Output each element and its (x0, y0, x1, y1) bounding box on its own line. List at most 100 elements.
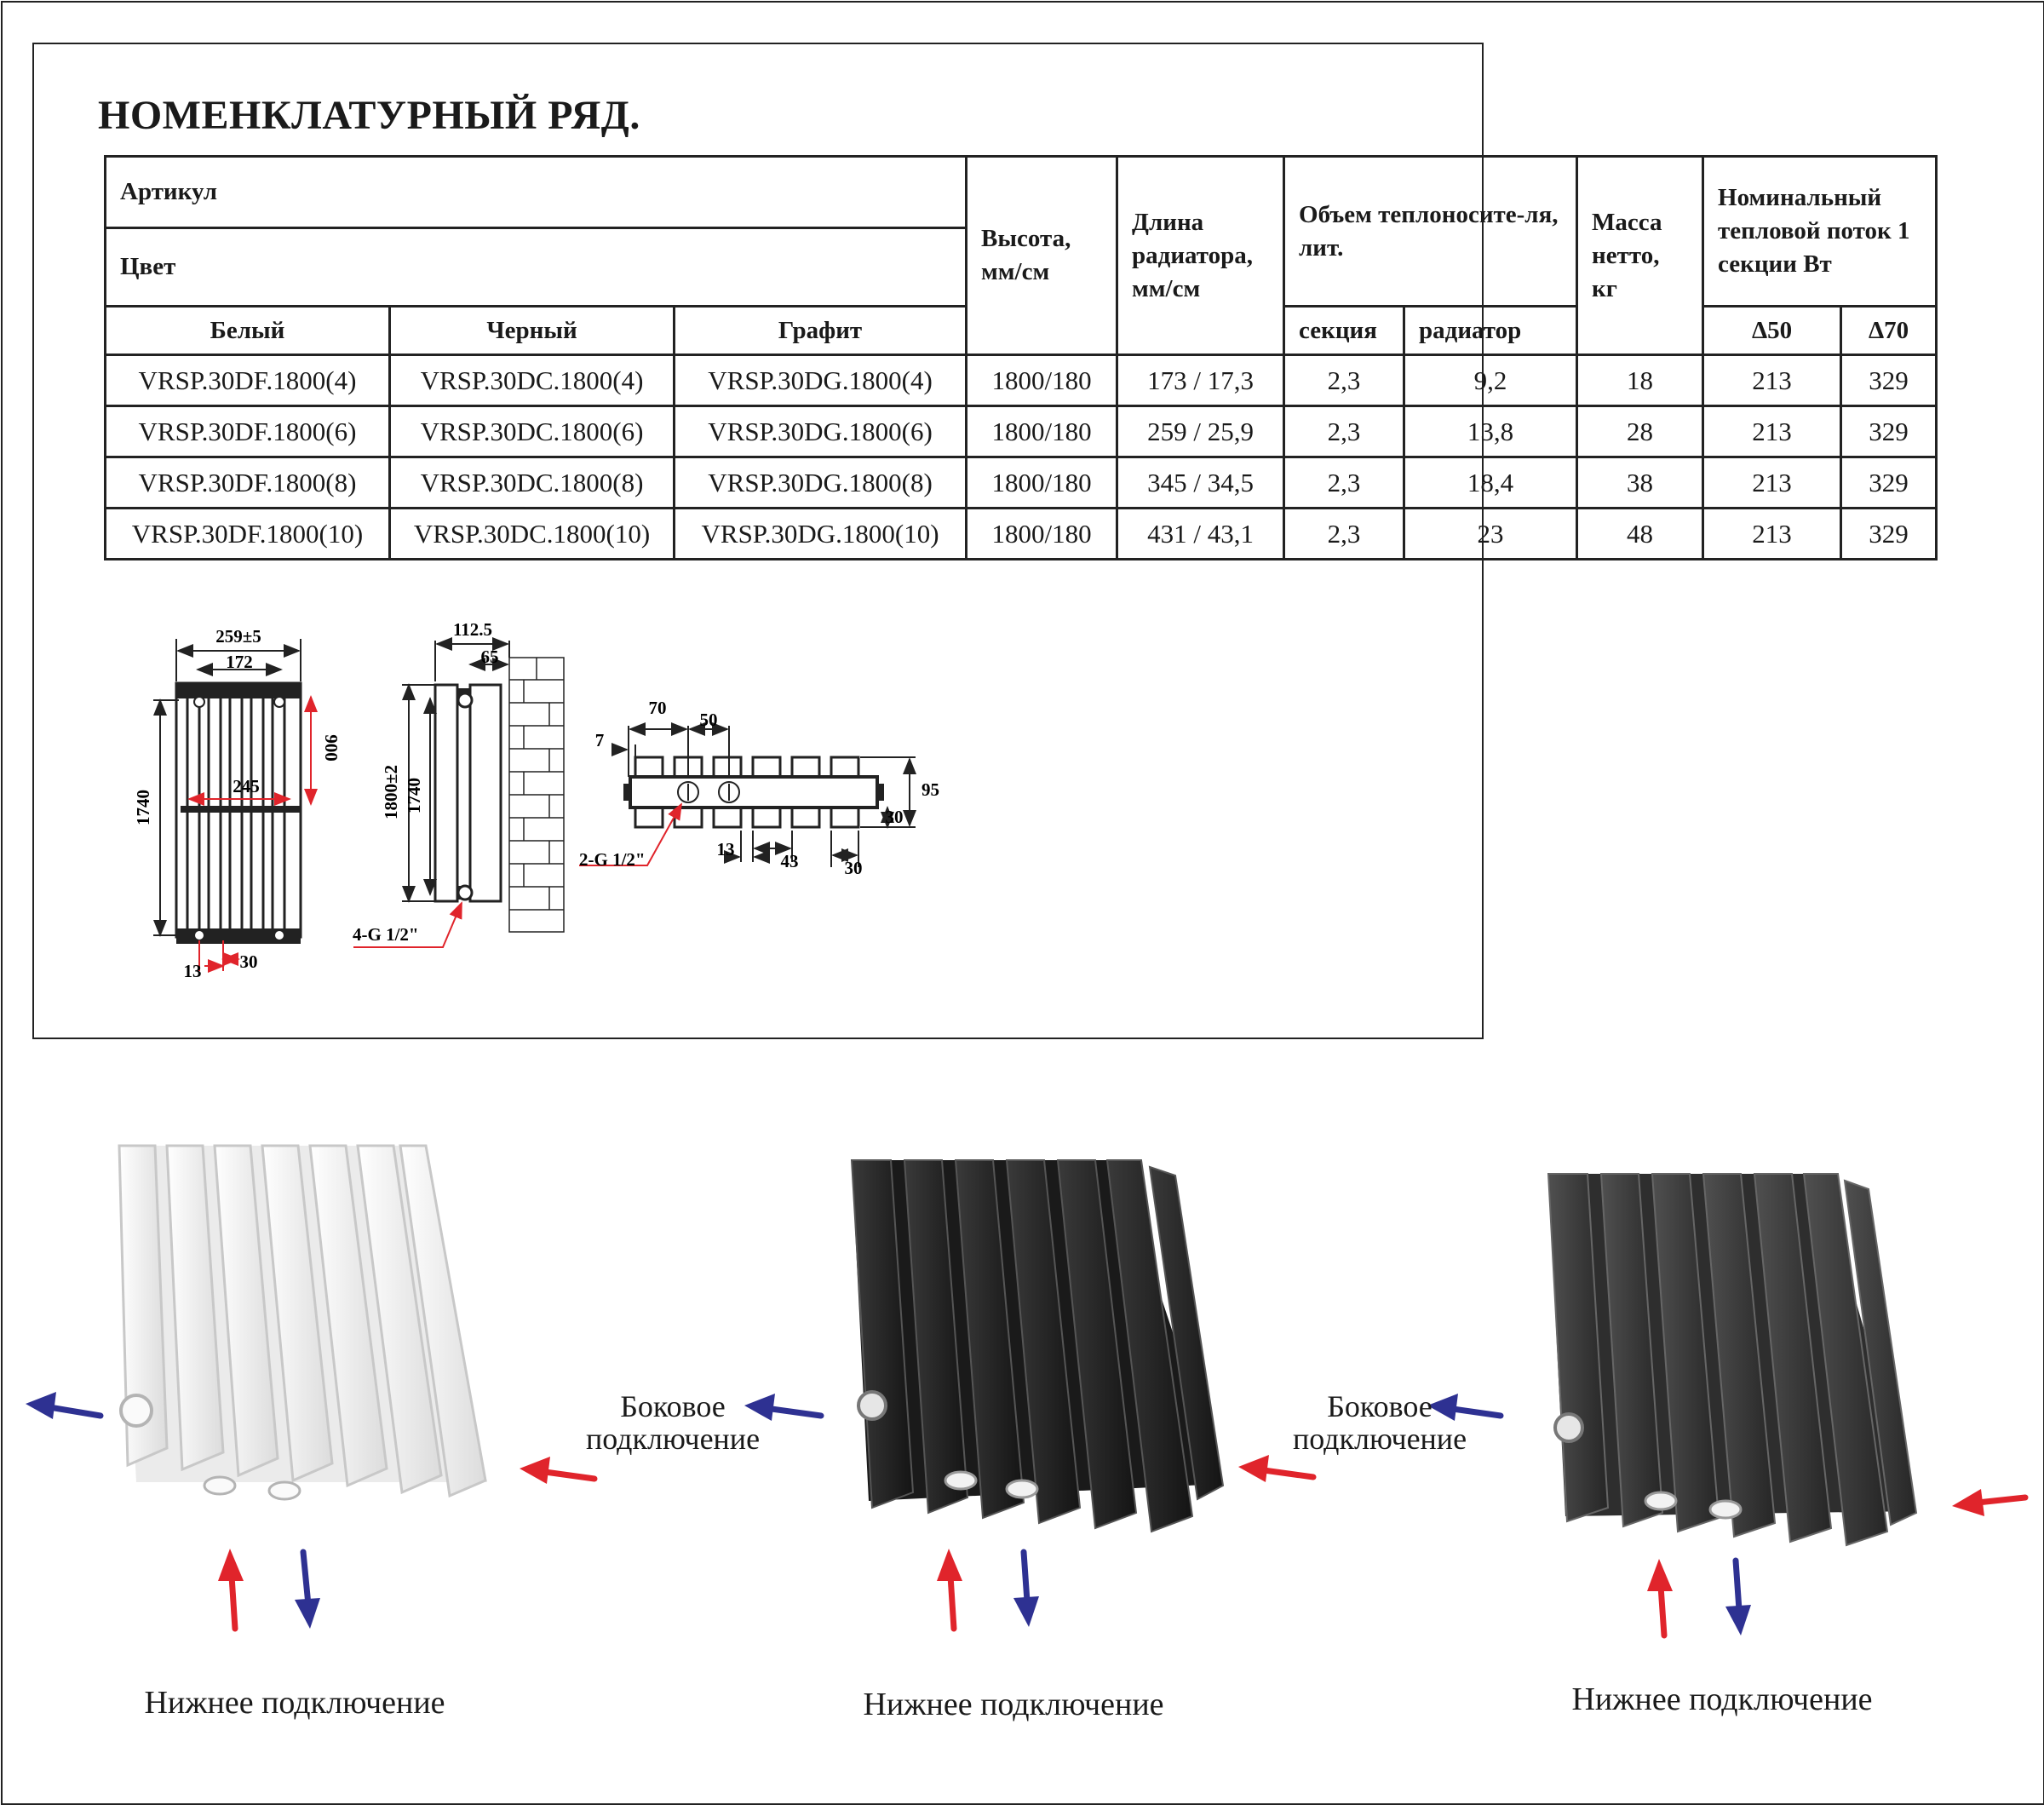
dim-30: 30 (240, 951, 258, 972)
cell-height: 1800/180 (965, 456, 1119, 509)
dim-43: 43 (781, 851, 799, 871)
side-connection-caption-2: Боковое подключение (1292, 1389, 1467, 1456)
arrow-red-in-icon (520, 1457, 598, 1484)
cell-graphite: VRSP.30DG.1800(4) (672, 354, 968, 407)
table-row: VRSP.30DF.1800(10) VRSP.30DC.1800(10) VR… (104, 507, 1938, 560)
cell-section: 2,3 (1283, 456, 1406, 509)
cell-d70: 329 (1840, 405, 1938, 458)
cell-graphite: VRSP.30DG.1800(8) (672, 456, 968, 509)
dim-245: 245 (233, 776, 260, 796)
side-connection-label: 4-G 1/2" (353, 924, 419, 945)
bottom-connection-caption-2: Нижнее подключение (863, 1687, 1164, 1722)
cell-height: 1800/180 (965, 405, 1119, 458)
side-view-drawing: 112.5 65 1800±2 1740 4-G 1/2" (353, 619, 565, 948)
spec-table: Артикул Высота, мм/см Длина радиатора, м… (103, 155, 1938, 560)
dim-height: 1740 (133, 790, 153, 825)
header-volume: Объем теплоносите-ля, лит. (1283, 155, 1579, 308)
cell-radiator: 13,8 (1403, 405, 1579, 458)
cell-mass: 38 (1576, 456, 1705, 509)
arrow-red-up-icon (218, 1549, 244, 1632)
top-view-drawing: 70 50 7 95 30 13 43 30 2-G 1/2" (579, 698, 939, 878)
top-connection-label: 2-G 1/2" (579, 849, 646, 870)
dim-13-top: 13 (717, 839, 735, 859)
table-row: VRSP.30DF.1800(4) VRSP.30DC.1800(4) VRSP… (104, 354, 1938, 407)
dim-depth: 112.5 (453, 619, 492, 640)
header-heat-flow: Номинальный тепловой поток 1 секции Вт (1702, 155, 1938, 308)
dim-width: 259±5 (215, 626, 261, 647)
header-section: секция (1283, 305, 1406, 356)
radiator-white-image (118, 1144, 487, 1501)
dim-95: 95 (922, 779, 939, 800)
cell-black: VRSP.30DC.1800(4) (388, 354, 675, 407)
cell-height: 1800/180 (965, 507, 1119, 560)
cell-length: 431 / 43,1 (1116, 507, 1286, 560)
dim-65: 65 (481, 647, 499, 667)
cell-d70: 329 (1840, 456, 1938, 509)
header-white: Белый (104, 305, 391, 356)
arrow-red-in-icon (1238, 1455, 1317, 1482)
cell-black: VRSP.30DC.1800(8) (388, 456, 675, 509)
cell-black: VRSP.30DC.1800(6) (388, 405, 675, 458)
dim-900: 900 (321, 734, 342, 762)
cell-length: 173 / 17,3 (1116, 354, 1286, 407)
cell-length: 259 / 25,9 (1116, 405, 1286, 458)
dim-inner: 172 (226, 652, 253, 672)
cell-d70: 329 (1840, 354, 1938, 407)
cell-graphite: VRSP.30DG.1800(6) (672, 405, 968, 458)
bottom-connection-caption-3: Нижнее подключение (1571, 1681, 1873, 1717)
cell-d50: 213 (1702, 456, 1843, 509)
table-row: VRSP.30DF.1800(8) VRSP.30DC.1800(8) VRSP… (104, 456, 1938, 509)
cell-length: 345 / 34,5 (1116, 456, 1286, 509)
header-article: Артикул (103, 155, 968, 229)
arrow-red-up-icon (937, 1549, 962, 1632)
dim-7: 7 (595, 730, 605, 750)
dim-70: 70 (649, 698, 667, 718)
cell-white: VRSP.30DF.1800(6) (104, 405, 391, 458)
cell-white: VRSP.30DF.1800(8) (104, 456, 391, 509)
header-color: Цвет (103, 227, 968, 308)
dim-50: 50 (700, 710, 718, 730)
header-mass: Масса нетто, кг (1576, 155, 1705, 356)
cell-mass: 48 (1576, 507, 1705, 560)
cell-mass: 18 (1576, 354, 1705, 407)
header-graphite: Графит (672, 305, 968, 356)
cell-black: VRSP.30DC.1800(10) (388, 507, 675, 560)
arrow-blue-down-icon (1013, 1549, 1039, 1627)
cell-radiator: 23 (1403, 507, 1579, 560)
cell-height: 1800/180 (965, 354, 1119, 407)
cell-graphite: VRSP.30DG.1800(10) (672, 507, 968, 560)
arrow-red-in-icon (1952, 1489, 2029, 1516)
cell-section: 2,3 (1283, 405, 1406, 458)
cell-white: VRSP.30DF.1800(4) (104, 354, 391, 407)
cell-section: 2,3 (1283, 354, 1406, 407)
flow-arrows (26, 1392, 2029, 1639)
page-title: НОМЕНКЛАТУРНЫЙ РЯД. (98, 93, 640, 138)
radiator-black-image (850, 1159, 1225, 1533)
header-d70: Δ70 (1840, 305, 1938, 356)
arrow-blue-down-icon (295, 1549, 320, 1629)
header-length: Длина радиатора, мм/см (1116, 155, 1286, 356)
dim-axis-height: 1740 (404, 778, 424, 813)
side-connection-caption-1: Боковое подключение (585, 1389, 761, 1456)
dim-30-bottom: 30 (845, 858, 863, 878)
cell-radiator: 18,4 (1403, 456, 1579, 509)
cell-section: 2,3 (1283, 507, 1406, 560)
cell-d50: 213 (1702, 354, 1843, 407)
header-black: Черный (388, 305, 675, 356)
dim-13: 13 (184, 961, 202, 981)
front-view-drawing: 259±5 172 1740 900 245 13 30 (133, 626, 342, 981)
cell-d70: 329 (1840, 507, 1938, 560)
cell-white: VRSP.30DF.1800(10) (104, 507, 391, 560)
cell-mass: 28 (1576, 405, 1705, 458)
arrow-blue-down-icon (1725, 1557, 1751, 1635)
cell-radiator: 9,2 (1403, 354, 1579, 407)
header-d50: Δ50 (1702, 305, 1843, 356)
table-row: VRSP.30DF.1800(6) VRSP.30DC.1800(6) VRSP… (104, 405, 1938, 458)
arrow-blue-out-icon (744, 1394, 824, 1421)
header-height: Высота, мм/см (965, 155, 1119, 356)
bottom-connection-caption-1: Нижнее подключение (144, 1685, 445, 1721)
header-radiator: радиатор (1403, 305, 1579, 356)
dim-30-top: 30 (886, 807, 904, 827)
